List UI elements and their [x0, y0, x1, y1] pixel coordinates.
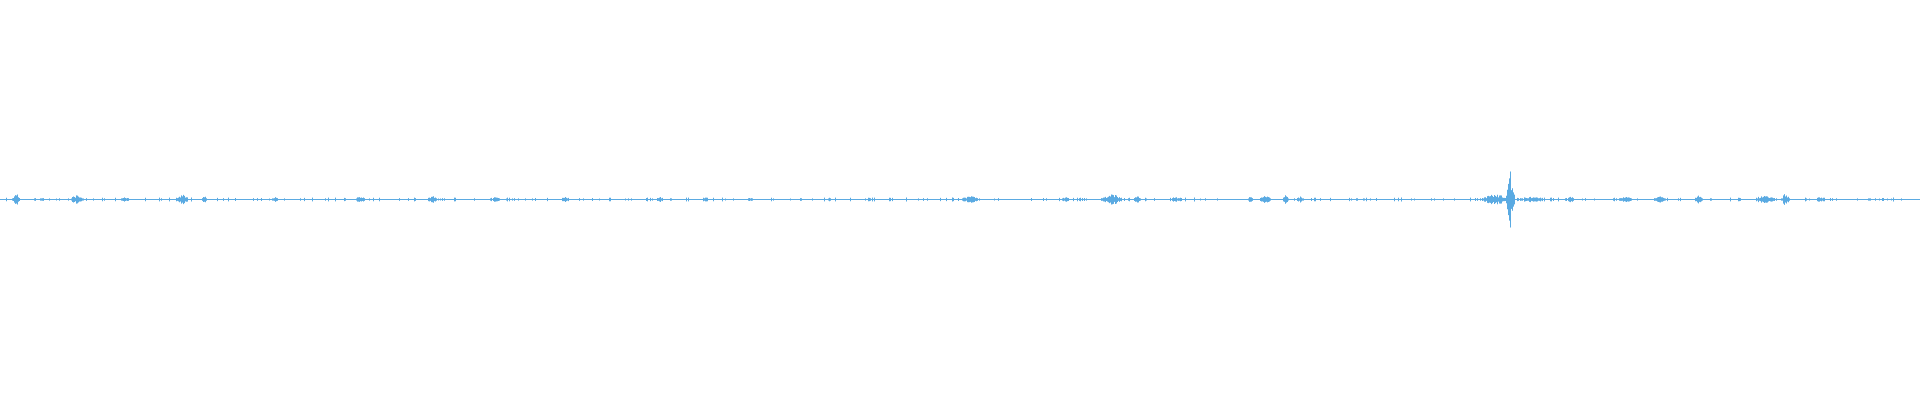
waveform-samples	[6, 171, 1902, 228]
